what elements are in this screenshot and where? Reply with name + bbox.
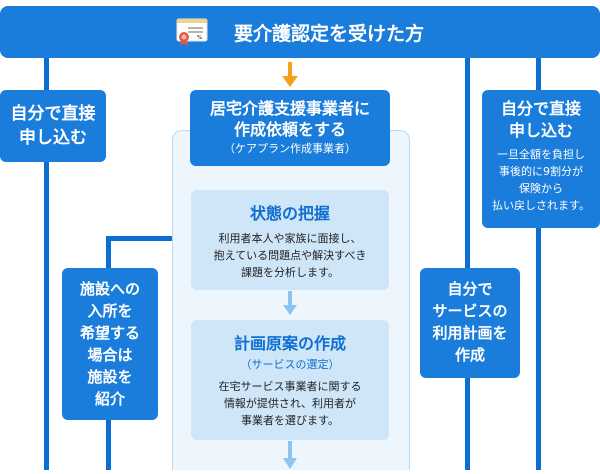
facility-line: 希望する [79, 324, 140, 342]
body-line: 情報が提供され、利用者が [223, 397, 357, 410]
connector-far-right [536, 58, 541, 470]
note-line: 一旦全額を負担し [497, 148, 585, 161]
right-self-apply-box: 自分で直接 申し込む 一旦全額を負担し 事後的に9割分が 保険から 払い戻しされ… [482, 90, 600, 228]
header-bar: % 要介護認定を受けた方 [0, 6, 600, 58]
assessment-title: 状態の把握 [249, 204, 330, 223]
care-manager-request-box: 居宅介護支援事業者に 作成依頼をする （ケアプラン作成事業者） [190, 90, 390, 166]
note-line: 払い戻しされます。 [492, 199, 590, 212]
down-arrow-icon [282, 291, 298, 317]
right-self-apply-note: 一旦全額を負担し 事後的に9割分が 保険から 払い戻しされます。 [482, 146, 600, 214]
body-line: 抱えている問題点や解決すべき [213, 249, 367, 262]
assessment-body: 利用者本人や家族に面接し、 抱えている問題点や解決すべき 課題を分析します。 [191, 230, 389, 281]
svg-text:%: % [197, 35, 202, 41]
connector-mid-right [465, 58, 470, 470]
down-arrow-icon [282, 441, 298, 470]
assessment-step-box: 状態の把握 利用者本人や家族に面接し、 抱えている問題点や解決すべき 課題を分析… [191, 190, 389, 290]
connector-facility-horizontal [106, 236, 192, 241]
plan-draft-sub: （サービスの選定） [240, 358, 340, 371]
certificate-icon: % [176, 18, 208, 46]
body-line: 事業者を選びます。 [241, 414, 339, 427]
body-line: 利用者本人や家族に面接し、 [218, 232, 362, 245]
right-self-apply-line1: 自分で直接 [500, 99, 581, 118]
header-title: 要介護認定を受けた方 [233, 22, 424, 45]
connector-left [44, 58, 49, 470]
self-plan-line: 利用計画を [432, 324, 508, 342]
self-plan-box: 自分で サービスの 利用計画を 作成 [420, 268, 520, 378]
body-line: 在宅サービス事業者に関する [218, 380, 362, 393]
note-line: 事後的に9割分が [499, 165, 583, 178]
facility-line: 場合は [87, 346, 133, 364]
self-plan-line: 作成 [454, 346, 485, 364]
facility-line: 入所を [87, 302, 133, 320]
facility-line: 紹介 [94, 390, 125, 408]
self-plan-line: 自分で [447, 280, 493, 298]
plan-draft-body: 在宅サービス事業者に関する 情報が提供され、利用者が 事業者を選びます。 [191, 378, 389, 429]
care-manager-line2: 作成依頼をする [233, 120, 346, 139]
right-self-apply-line2: 申し込む [508, 121, 573, 140]
down-arrow-icon [281, 62, 299, 88]
note-line: 保険から [519, 182, 563, 195]
facility-line: 施設への [79, 280, 140, 298]
left-self-apply-line2: 申し込む [19, 128, 87, 148]
left-self-apply-line1: 自分で直接 [10, 104, 96, 124]
plan-draft-title: 計画原案の作成 [233, 334, 346, 353]
plan-draft-step-box: 計画原案の作成 （サービスの選定） 在宅サービス事業者に関する 情報が提供され、… [191, 320, 389, 440]
body-line: 課題を分析します。 [241, 266, 339, 279]
facility-referral-box: 施設への 入所を 希望する 場合は 施設を 紹介 [62, 268, 158, 420]
care-manager-line1: 居宅介護支援事業者に [209, 99, 370, 118]
left-self-apply-box: 自分で直接 申し込む [0, 90, 106, 162]
care-manager-sub: （ケアプラン作成事業者） [224, 142, 356, 155]
facility-line: 施設を [87, 368, 133, 386]
self-plan-line: サービスの [432, 302, 508, 320]
